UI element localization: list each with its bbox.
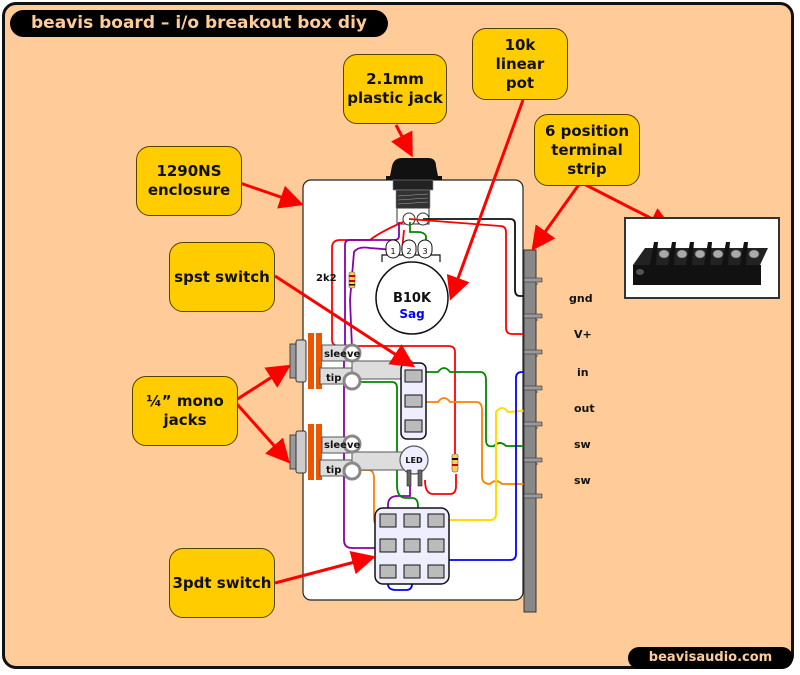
pot-lug-3: 3 [422,247,427,256]
terminal-label-sw1: sw [574,438,591,451]
pot-name: Sag [399,307,424,321]
photo-post [650,242,658,265]
terminal-separator [523,385,543,391]
terminal-separator [523,457,543,463]
pot-lug-2: 2 [406,247,411,256]
led: LED [399,445,429,487]
potentiometer: 1 2 3 B10K Sag [375,239,449,335]
sleeve-label: sleeve [324,349,360,360]
photo-screw [694,249,706,259]
callout-3pdt-switch: 3pdt switch [169,548,275,618]
callout-enclosure: 1290NS enclosure [136,146,242,216]
led-label: LED [405,456,423,465]
resistor-2k2: 2k2 [316,271,356,289]
tip-label: tip [326,373,341,384]
tip-label: tip [326,465,341,476]
resistor-label: 2k2 [316,273,337,284]
terminal-label-out: out [574,402,595,415]
photo-post [668,242,676,265]
terminal-separator [523,349,543,355]
photo-screw [658,249,670,259]
callout-spst-switch: spst switch [169,242,275,312]
terminal-separator [523,277,543,283]
terminal-separator [523,313,543,319]
photo-screw [748,249,760,259]
terminal-separator [523,493,543,499]
page-title: beavis board – i/o breakout box diy [10,10,388,37]
callout-mono-jacks: ¼” mono jacks [132,376,238,446]
sleeve-label: sleeve [324,440,360,451]
terminal-separator [523,421,543,427]
terminal-strip [523,249,543,613]
photo-screw [712,249,724,259]
resistor-led [451,453,459,473]
terminal-strip-photo [624,217,780,299]
photo-screw [730,249,742,259]
photo-screw [676,249,688,259]
terminal-label-in: in [577,366,589,379]
pot-value: B10K [393,291,432,306]
photo-post [722,242,730,265]
mono-jack-output: sleeve tip [289,424,413,481]
photo-post [686,242,694,265]
dc-jack [386,158,442,226]
3pdt-switch [374,507,450,585]
callout-10k-pot: 10k linear pot [472,28,568,100]
pot-lug-1: 1 [390,247,395,256]
terminal-label-gnd: gnd [569,292,593,305]
spst-switch [400,362,427,440]
callout-2-1mm-jack: 2.1mm plastic jack [343,54,447,124]
site-url: beavisaudio.com [628,647,793,669]
photo-post [740,242,748,265]
terminal-label-sw2: sw [574,474,591,487]
photo-post [704,242,712,265]
terminal-label-vplus: V+ [574,328,592,341]
callout-terminal-strip: 6 position terminal strip [534,114,640,186]
